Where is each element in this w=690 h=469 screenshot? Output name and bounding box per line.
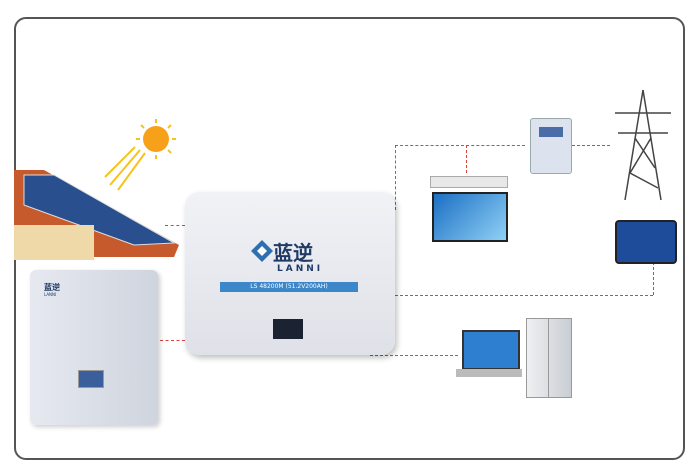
connector-line — [395, 145, 525, 146]
power-tower-icon — [615, 89, 671, 201]
solar-roof-icon — [14, 170, 179, 260]
battery-brand-en: LANNI — [44, 292, 57, 297]
laptop-base — [456, 369, 522, 377]
inverter-brand-en: LANNI — [277, 264, 324, 274]
connector-line — [370, 355, 458, 356]
inverter-model-label: LS 48200M (51.2V200AH) — [220, 282, 358, 292]
battery-brand-cn: 蓝逆 — [44, 283, 60, 292]
inverter-brand-cn: 蓝逆 — [273, 241, 313, 265]
laptop-icon — [462, 330, 520, 370]
inverter-unit: 蓝逆 LANNI LS 48200M (51.2V200AH) — [185, 192, 395, 355]
battery-unit: 蓝逆 LANNI — [30, 270, 158, 425]
connector-line — [466, 145, 467, 173]
connector-line — [395, 295, 653, 296]
inverter-display — [273, 319, 303, 339]
refrigerator-icon — [526, 318, 572, 398]
sun-icon — [104, 119, 176, 191]
ac-unit-icon — [430, 176, 508, 188]
connector-line — [165, 225, 185, 226]
electric-meter-icon — [530, 118, 572, 174]
connector-line — [572, 145, 610, 146]
connector-line — [653, 262, 654, 295]
battery-display — [78, 370, 104, 388]
lanni-logo-icon — [251, 240, 273, 262]
connector-line — [395, 145, 396, 210]
tv-icon — [432, 192, 508, 242]
connector-line — [160, 340, 185, 341]
generator-icon — [615, 220, 677, 264]
